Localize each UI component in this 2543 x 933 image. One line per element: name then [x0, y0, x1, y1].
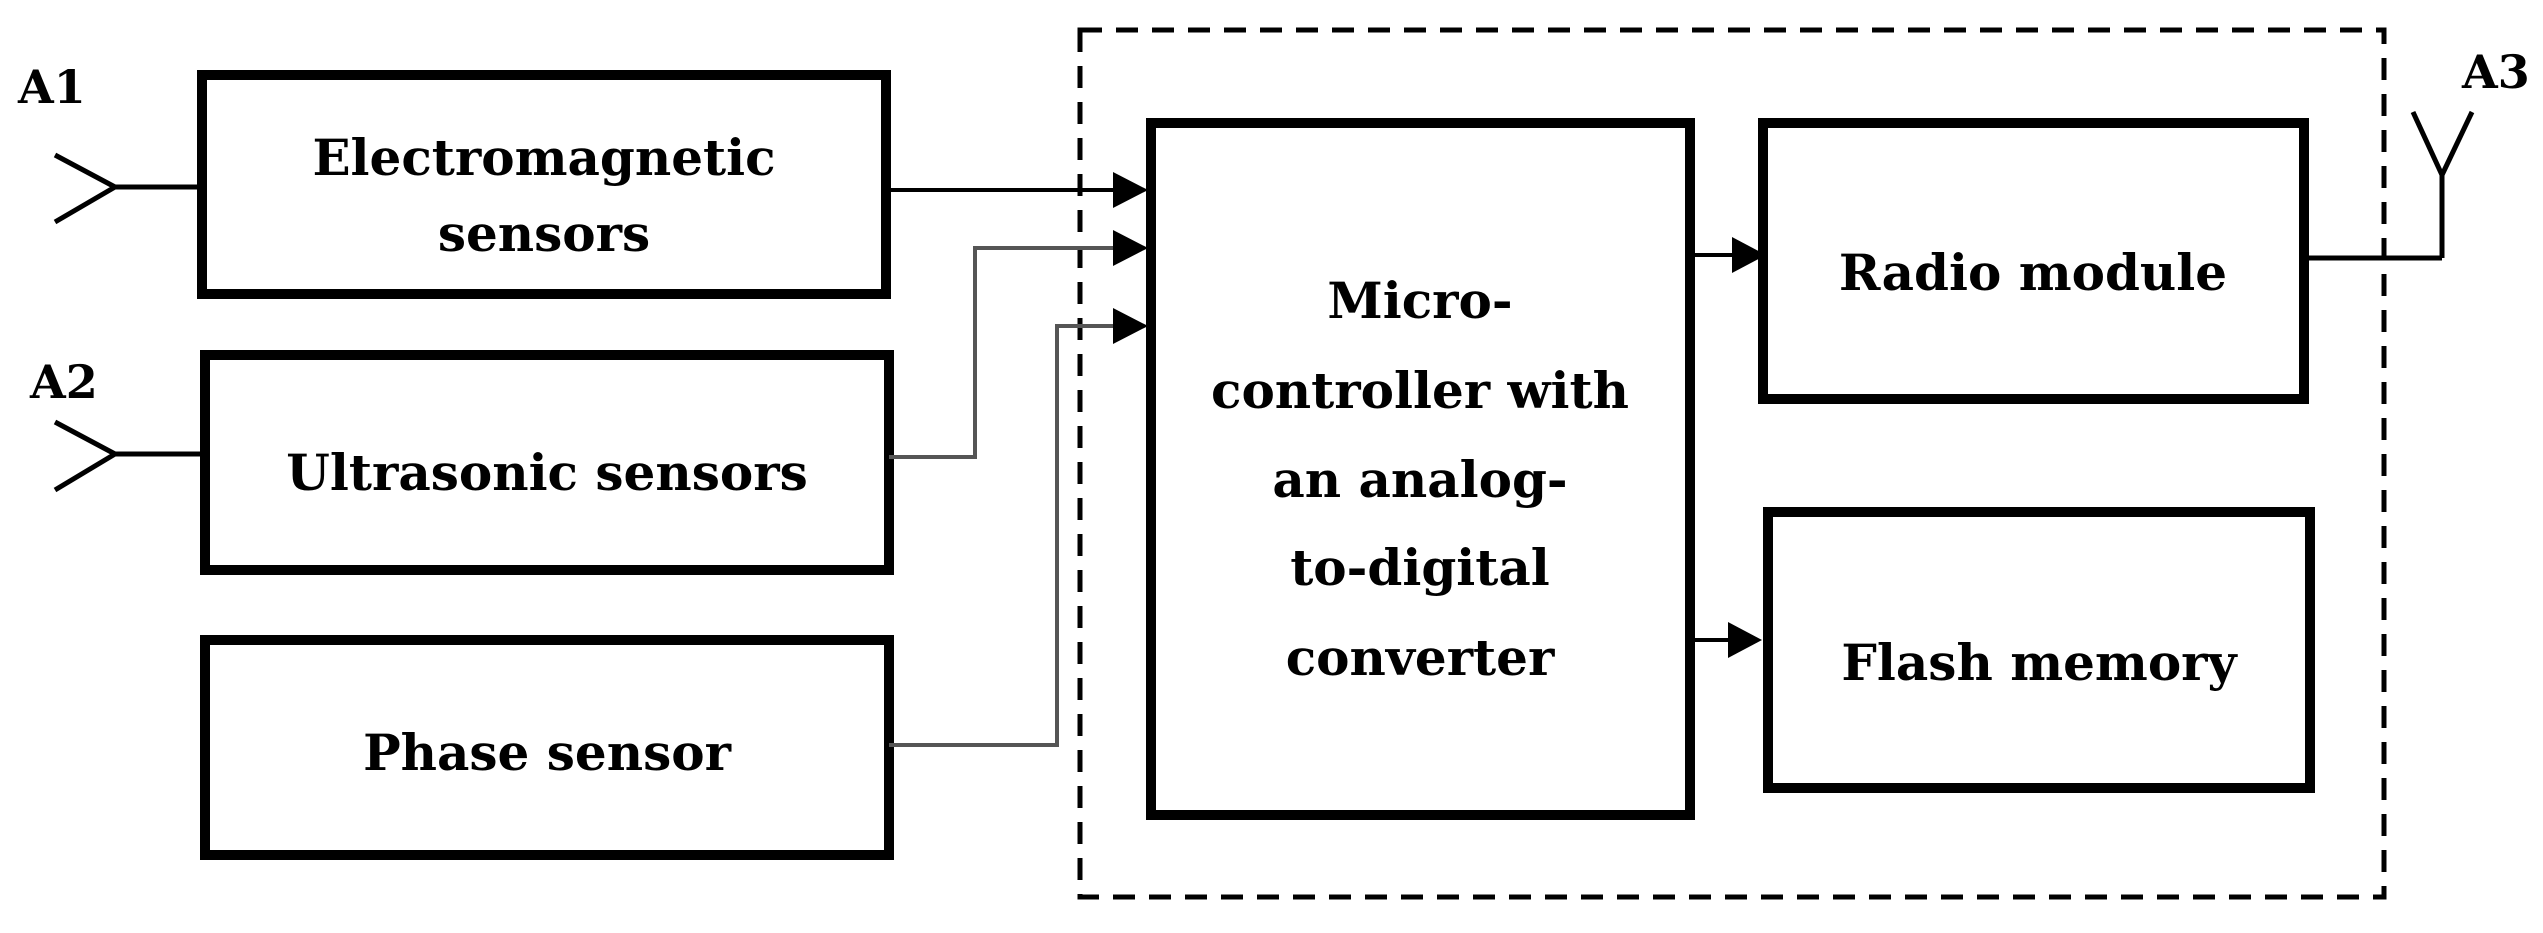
antenna-a1-icon: [53, 152, 200, 225]
antenna-a2-icon: [53, 419, 200, 493]
antenna-a3-label: A3: [2461, 45, 2530, 99]
electromagnetic-label-line1: Electromagnetic: [312, 128, 775, 187]
phase-sensor-block: Phase sensor: [200, 635, 894, 860]
electromagnetic-label-line2: sensors: [438, 204, 650, 263]
flash-memory-block: Flash memory: [1763, 507, 2315, 793]
mcu-label-line1: Micro-: [1327, 271, 1512, 330]
radio-module-block: Radio module: [1758, 118, 2309, 404]
ultrasonic-to-mcu-connector: [889, 230, 1148, 459]
mcu-to-radio-connector: [1690, 237, 1766, 273]
mcu-label-line2: controller with: [1211, 361, 1629, 420]
mcu-to-flash-connector: [1690, 622, 1762, 658]
electromagnetic-sensors-block: Electromagnetic sensors: [197, 70, 891, 299]
flash-memory-label: Flash memory: [1841, 633, 2238, 692]
phase-sensor-label: Phase sensor: [363, 723, 732, 782]
mcu-label-line4: to-digital: [1290, 538, 1550, 597]
mcu-label-line5: converter: [1286, 628, 1555, 687]
antenna-a3-icon: [2410, 110, 2475, 258]
antenna-a2-label: A2: [29, 355, 98, 409]
radio-module-label: Radio module: [1839, 243, 2227, 302]
ultrasonic-sensors-block: Ultrasonic sensors: [200, 350, 894, 575]
microcontroller-block: Micro- controller with an analog- to-dig…: [1146, 118, 1695, 820]
controller-unit-enclosure: [1077, 27, 2387, 900]
antenna-a1-label: A1: [17, 60, 86, 114]
mcu-label-line3: an analog-: [1272, 450, 1567, 509]
electromagnetic-to-mcu-connector: [886, 172, 1148, 208]
phase-to-mcu-connector: [889, 308, 1148, 747]
ultrasonic-label: Ultrasonic sensors: [286, 443, 807, 502]
